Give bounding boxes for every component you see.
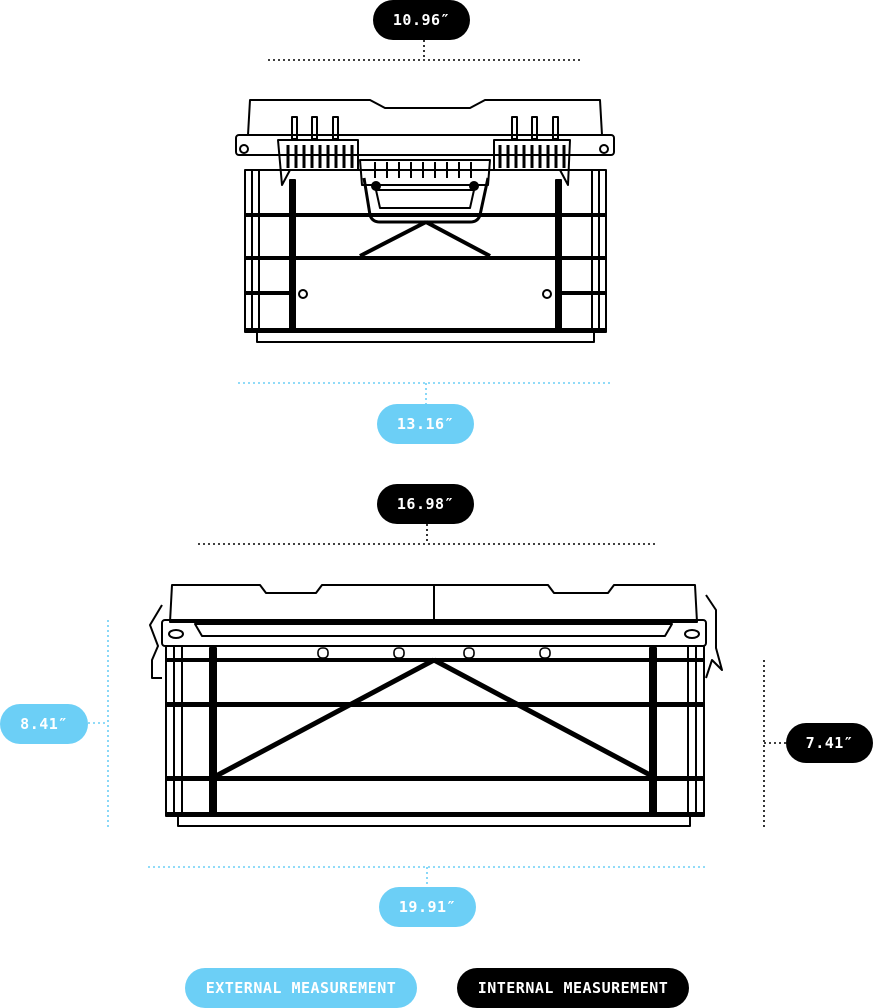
side-external-height-label: 8.41″: [0, 704, 88, 744]
side-view-case: [149, 584, 723, 827]
side-internal-length-label: 16.98″: [377, 484, 474, 524]
front-view-case: [235, 99, 615, 343]
front-internal-width-label: 10.96″: [373, 0, 470, 40]
legend-external: EXTERNAL MEASUREMENT: [185, 968, 417, 1008]
side-internal-height-label: 7.41″: [786, 723, 873, 763]
front-external-width-label: 13.16″: [377, 404, 474, 444]
legend-internal: INTERNAL MEASUREMENT: [457, 968, 689, 1008]
side-external-length-label: 19.91″: [379, 887, 476, 927]
dimension-lines: [88, 40, 786, 887]
